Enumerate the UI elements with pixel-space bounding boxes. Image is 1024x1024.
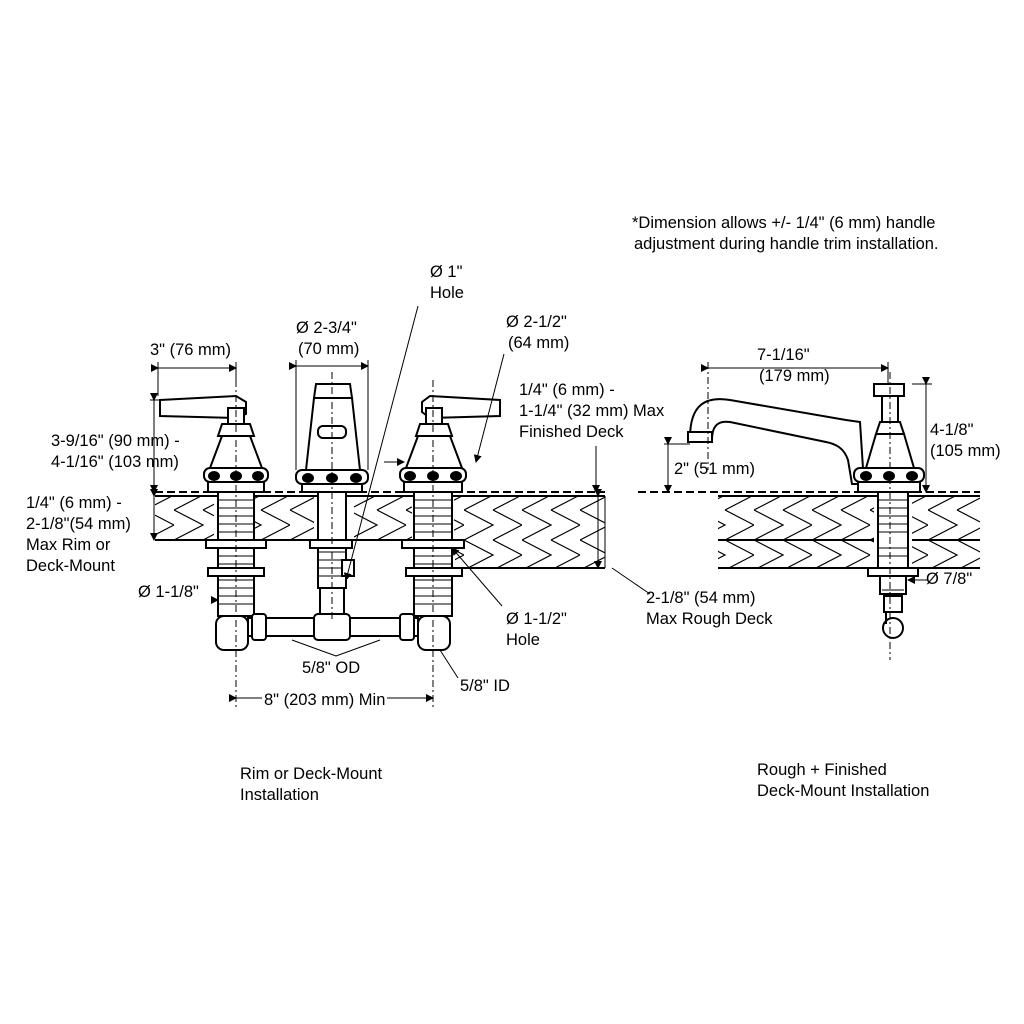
note-line-1: *Dimension allows +/- 1/4" (6 mm) handle <box>632 214 936 232</box>
width-3-label: 3" (76 mm) <box>150 341 232 359</box>
hole-1-1-2-label-line2: Hole <box>506 631 540 649</box>
right-centerlines <box>707 362 891 660</box>
dia-2-1-2-label-line2: (64 mm) <box>508 334 570 352</box>
spout-height-label: 2" (51 mm) <box>674 460 756 478</box>
height-label-line2: 4-1/16" (103 mm) <box>51 453 179 471</box>
hole-1-label-line1: Ø 1" <box>430 263 463 281</box>
finished-deck-label-line1: 1/4" (6 mm) - <box>519 381 615 399</box>
rim-label-line2: 2-1/8"(54 mm) <box>26 515 131 533</box>
dia-7-8-label: Ø 7/8" <box>926 570 973 588</box>
left-caption-line2: Installation <box>240 786 319 804</box>
hole-1-1-2-label-line1: Ø 1-1/2" <box>506 610 567 628</box>
rim-label-line4: Deck-Mount <box>26 557 115 575</box>
spacing-min-label: 8" (203 mm) Min <box>262 690 388 711</box>
rim-label-line3: Max Rim or <box>26 536 111 554</box>
reach-label-line2: (179 mm) <box>759 367 830 385</box>
left-dimensions <box>150 305 651 702</box>
right-height-label-line2: (105 mm) <box>930 442 1001 460</box>
dia-1-1-8-label: Ø 1-1/8" <box>138 583 199 601</box>
right-dimensions <box>664 362 932 584</box>
rim-label-line1: 1/4" (6 mm) - <box>26 494 122 512</box>
note-line-2: adjustment during handle trim installati… <box>634 235 939 253</box>
right-height-label-line1: 4-1/8" <box>930 421 974 439</box>
dia-2-1-2-label-line1: Ø 2-1/2" <box>506 313 567 331</box>
dia-2-3-4-label-line2: (70 mm) <box>298 340 360 358</box>
right-handle-valve <box>399 394 501 651</box>
od-5-8-label: 5/8" OD <box>302 659 361 677</box>
right-deck <box>638 491 980 569</box>
left-centerlines <box>235 372 434 708</box>
right-caption-line2: Deck-Mount Installation <box>757 782 930 800</box>
dia-2-3-4-label-line1: Ø 2-3/4" <box>296 319 357 337</box>
hole-1-label-line2: Hole <box>430 284 464 302</box>
reach-label-line1: 7-1/16" <box>757 346 810 364</box>
finished-deck-label-line3: Finished Deck <box>519 423 624 441</box>
id-5-8-label: 5/8" ID <box>460 677 510 695</box>
rough-deck-label-line1: 2-1/8" (54 mm) <box>646 589 756 607</box>
right-caption-line1: Rough + Finished <box>757 761 887 779</box>
finished-deck-label-line2: 1-1/4" (32 mm) Max <box>519 402 665 420</box>
rough-deck-label-line2: Max Rough Deck <box>646 610 773 628</box>
left-caption-line1: Rim or Deck-Mount <box>240 765 383 783</box>
height-label-line1: 3-9/16" (90 mm) - <box>51 432 180 450</box>
connection-tubes <box>247 613 419 641</box>
